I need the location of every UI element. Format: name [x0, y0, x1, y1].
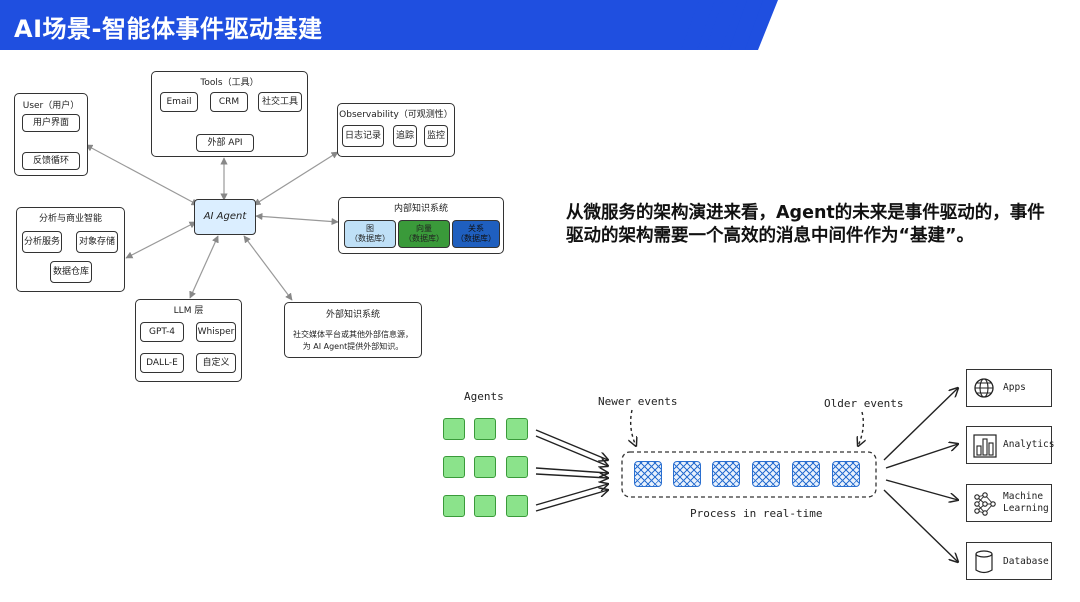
logging-node: 日志记录: [342, 125, 384, 147]
header-corner: [758, 0, 1080, 50]
feedback-loop-node: 反馈循环: [22, 152, 80, 170]
knowledge-title: 内部知识系统: [393, 204, 448, 214]
email-node: Email: [160, 92, 198, 112]
process-label: Process in real-time: [690, 507, 823, 520]
database-label: Database: [1003, 556, 1049, 567]
external-title: 外部知识系统: [325, 310, 380, 320]
crm-node: CRM: [210, 92, 248, 112]
agent-square: [443, 456, 465, 478]
external-desc-line2: 为 AI Agent提供外部知识。: [302, 342, 404, 351]
gpt4-node: GPT-4: [140, 322, 184, 342]
agent-square: [443, 495, 465, 517]
neural-network-icon: [974, 492, 996, 516]
dalle-node: DALL-E: [140, 353, 184, 373]
event-block: [712, 461, 740, 487]
monitoring-node: 监控: [424, 125, 448, 147]
description-text: 从微服务的架构演进来看，Agent的未来是事件驱动的，事件驱动的架构需要一个高效…: [566, 203, 1045, 246]
ai-agent-node: AI Agent: [194, 199, 256, 235]
llm-title: LLM 层: [173, 306, 204, 316]
agent-square: [474, 495, 496, 517]
relational-db-node: 关系 （数据库）: [452, 220, 500, 248]
agents-label: Agents: [464, 390, 504, 403]
agent-square: [474, 418, 496, 440]
custom-node: 自定义: [196, 353, 236, 373]
agent-square: [443, 418, 465, 440]
globe-icon: [974, 378, 994, 398]
analytics-label: Analytics: [1003, 439, 1055, 450]
page-title: AI场景-智能体事件驱动基建: [14, 15, 323, 43]
event-block: [634, 461, 662, 487]
graph-db-node: 图 （数据库）: [344, 220, 396, 248]
agent-square: [506, 495, 528, 517]
external-knowledge-group: 外部知识系统 社交媒体平台或其他外部信息源， 为 AI Agent提供外部知识。: [284, 302, 422, 358]
event-queue-frame: [621, 451, 877, 498]
tracing-node: 追踪: [393, 125, 417, 147]
newer-events-label: Newer events: [598, 395, 678, 408]
agent-square: [474, 456, 496, 478]
analytics-title: 分析与商业智能: [38, 214, 102, 224]
ml-label: Machine Learning: [1003, 491, 1049, 514]
analytics-sink: Analytics: [966, 426, 1055, 464]
database-icon: [975, 550, 993, 574]
ml-sink: Machine Learning: [966, 484, 1052, 522]
whisper-node: Whisper: [196, 322, 236, 342]
tools-title: Tools（工具）: [200, 78, 259, 88]
apps-sink: Apps: [966, 369, 1052, 407]
agent-square: [506, 456, 528, 478]
event-block: [832, 461, 860, 487]
older-events-label: Older events: [824, 397, 904, 410]
object-storage-node: 对象存储: [76, 231, 118, 253]
database-sink: Database: [966, 542, 1052, 580]
event-block: [673, 461, 701, 487]
event-block: [752, 461, 780, 487]
event-block: [792, 461, 820, 487]
data-warehouse-node: 数据仓库: [50, 261, 92, 283]
external-api-node: 外部 API: [196, 134, 254, 152]
social-tools-node: 社交工具: [258, 92, 302, 112]
vector-db-node: 向量 （数据库）: [398, 220, 450, 248]
user-interface-node: 用户界面: [22, 114, 80, 132]
apps-label: Apps: [1003, 382, 1026, 393]
observability-title: Observability（可观测性）: [339, 110, 453, 120]
user-title: User（用户）: [22, 101, 80, 111]
bar-chart-icon: [973, 434, 997, 458]
external-desc-line1: 社交媒体平台或其他外部信息源，: [293, 330, 413, 339]
analytics-service-node: 分析服务: [22, 231, 62, 253]
agent-square: [506, 418, 528, 440]
